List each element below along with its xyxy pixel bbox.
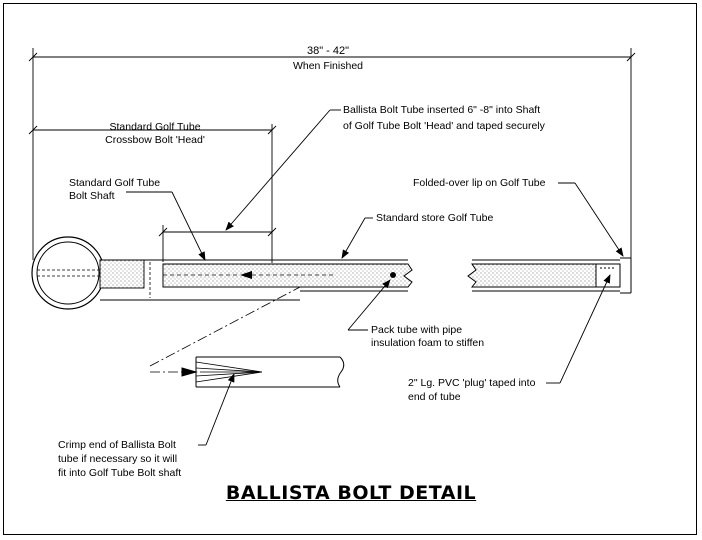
overall-length-label: 38" - 42"	[306, 45, 350, 57]
overall-dimension-line	[28, 48, 636, 262]
insert-label-line1: Ballista Bolt Tube inserted 6" -8" into …	[343, 104, 541, 116]
leader-lines	[126, 109, 624, 446]
head-label-line2: Crossbow Bolt 'Head'	[105, 134, 205, 146]
head-dimension-line	[28, 124, 277, 263]
shaft-label-line1: Standard Golf Tube	[69, 177, 161, 189]
crimp-label-line2: tube if necessary so it will	[58, 453, 178, 465]
pvc-plug	[595, 257, 632, 294]
drawing-border	[3, 3, 697, 535]
drawing-title: BALLISTA BOLT DETAIL	[225, 482, 477, 504]
crimp-detail	[149, 286, 345, 388]
insert-dimension-line	[158, 225, 277, 262]
crimp-label-line3: fit into Golf Tube Bolt shaft	[58, 467, 182, 479]
overall-length-note: When Finished	[292, 60, 364, 72]
pack-tube-label-line1: Pack tube with pipe	[371, 324, 463, 336]
folded-lip-label: Folded-over lip on Golf Tube	[413, 177, 546, 189]
pack-tube-label-line2: insulation foam to stiffen	[371, 337, 485, 349]
insert-label-line2: of Golf Tube Bolt 'Head' and taped secur…	[343, 120, 545, 132]
plug-label-line2: end of tube	[408, 391, 461, 403]
bolt-head-ring	[31, 236, 105, 310]
golf-tube-shaft	[100, 259, 408, 301]
shaft-label-line2: Bolt Shaft	[69, 190, 115, 202]
standard-tube-label: Standard store Golf Tube	[376, 212, 494, 224]
head-label-line1: Standard Golf Tube	[109, 121, 201, 133]
crimp-label-line1: Crimp end of Ballista Bolt	[58, 439, 176, 451]
plug-label-line1: 2" Lg. PVC 'plug' taped into	[408, 377, 536, 389]
ballista-bolt-tube	[162, 259, 620, 292]
tape-wrap	[99, 259, 163, 301]
